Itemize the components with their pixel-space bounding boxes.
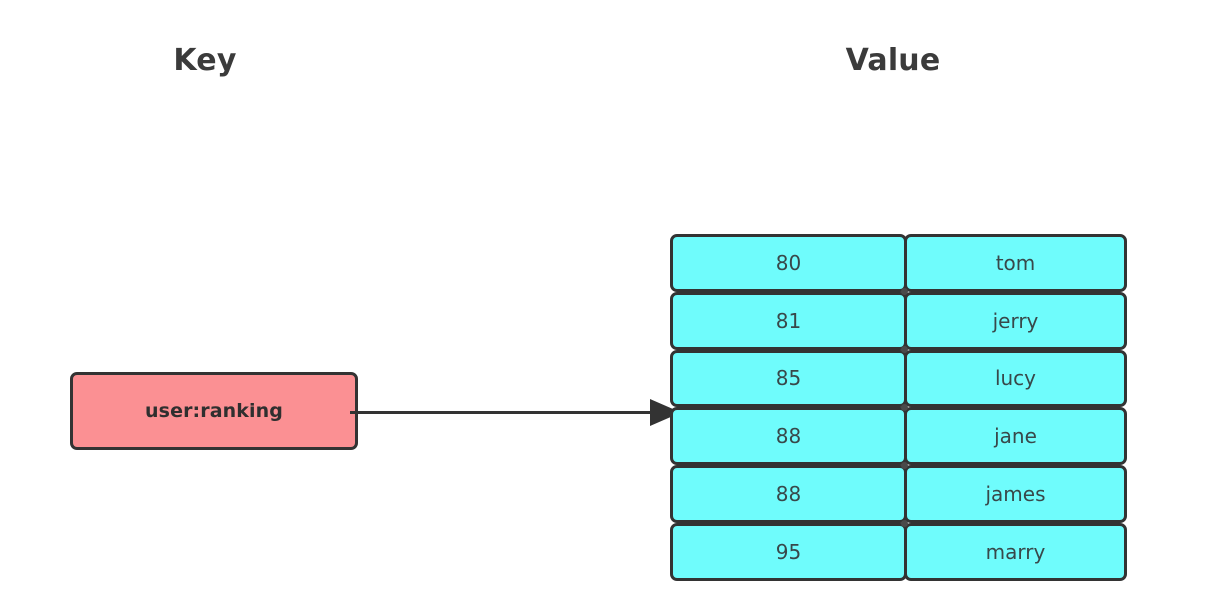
grid-junction-dot	[901, 519, 908, 527]
cell-score: 95	[670, 523, 907, 581]
cell-score: 88	[670, 407, 907, 466]
grid-junction-dot	[901, 288, 908, 296]
cell-member: jerry	[904, 291, 1127, 350]
cell-member: jane	[904, 407, 1127, 466]
cell-member: tom	[904, 234, 1127, 292]
cell-score: 88	[670, 465, 907, 523]
key-node-label: user:ranking	[145, 400, 283, 422]
key-node[interactable]: user:ranking	[70, 372, 358, 450]
grid-junction-dot	[901, 346, 908, 354]
cell-member: marry	[904, 523, 1127, 581]
grid-junction-dot	[901, 403, 908, 411]
connector-arrow-icon	[350, 399, 681, 426]
cell-score: 80	[670, 234, 907, 292]
key-column-heading: Key	[173, 43, 237, 78]
cell-member: lucy	[904, 349, 1127, 408]
grid-junction-dot	[901, 461, 908, 469]
cell-score: 81	[670, 291, 907, 350]
cell-member: james	[904, 465, 1127, 523]
value-column-heading: Value	[845, 43, 941, 78]
cell-score: 85	[670, 349, 907, 408]
